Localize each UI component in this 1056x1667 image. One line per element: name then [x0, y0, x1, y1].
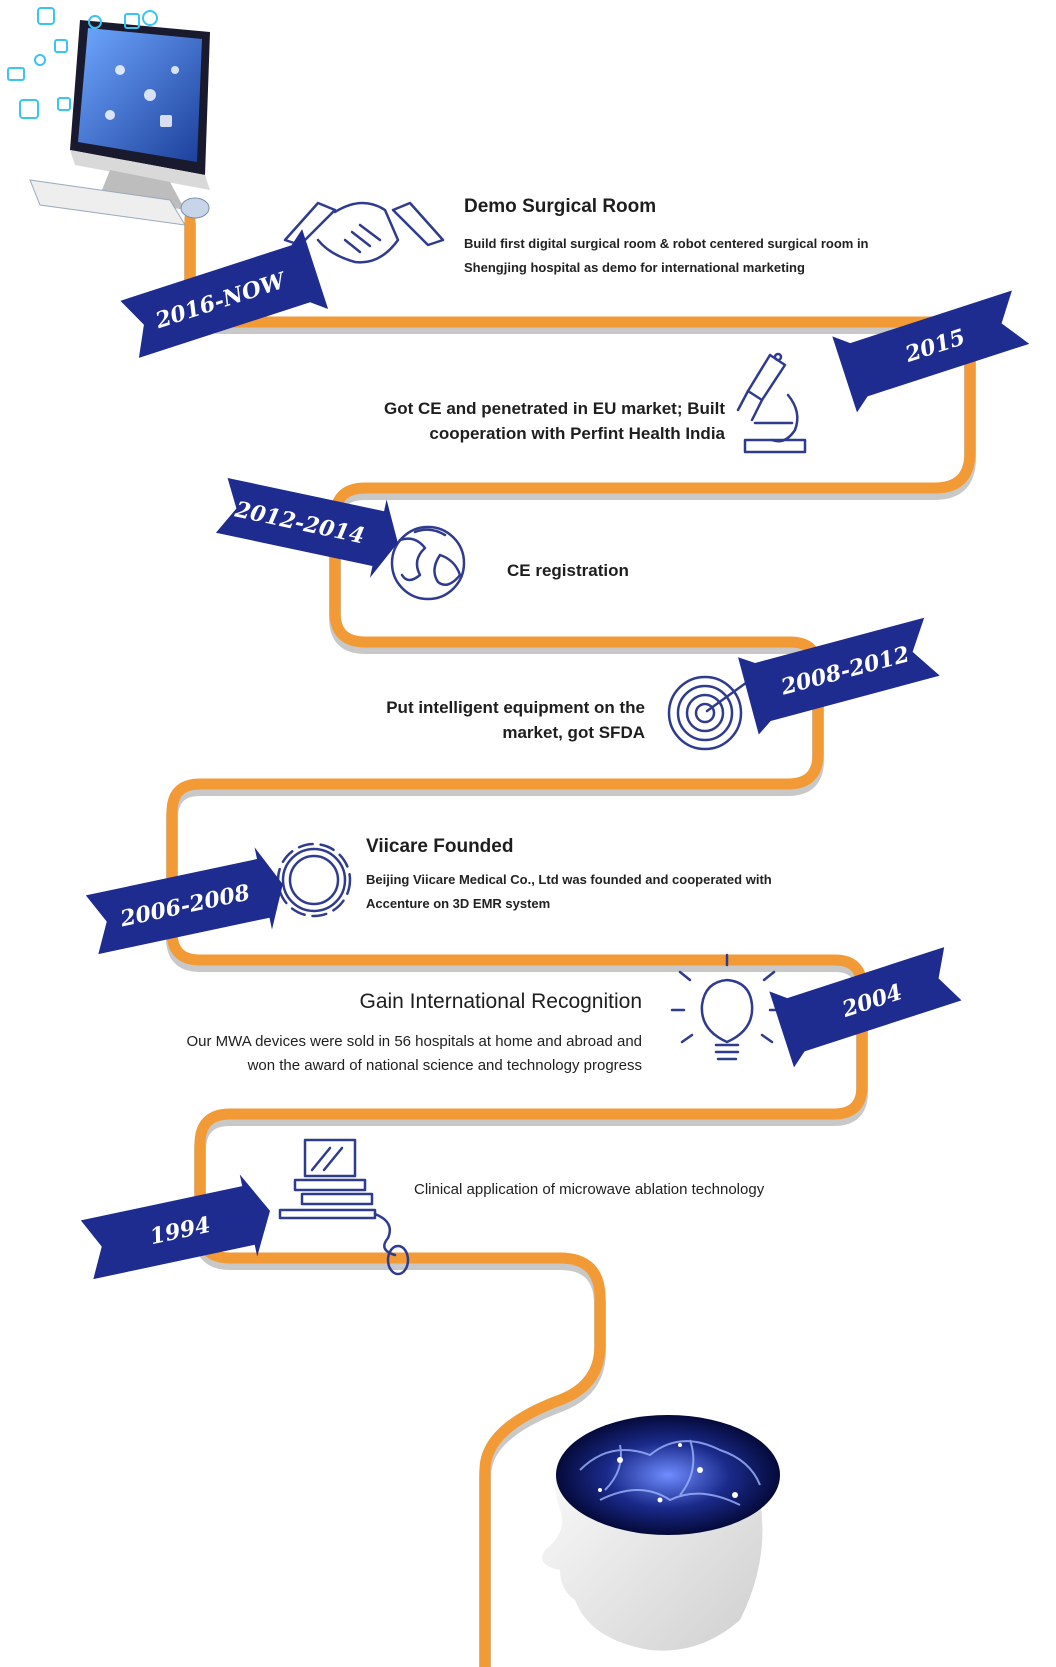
milestone-title: Demo Surgical Room [464, 196, 657, 217]
milestone-description: Build first digital surgical room & robo… [464, 236, 869, 275]
year-ribbon-2: 2015 [832, 290, 1030, 413]
milestone-title: Gain International Recognition [359, 990, 642, 1013]
year-ribbon-1: 2016-NOW [120, 229, 329, 358]
globe-icon [390, 525, 466, 601]
year-ribbon-7: 1994 [80, 1174, 270, 1280]
year-ribbon-6: 2004 [769, 947, 962, 1068]
year-ribbon-3: 2012-2014 [215, 477, 398, 578]
year-ribbon-4: 2008-2012 [738, 617, 940, 735]
brain-illustration [542, 1415, 780, 1651]
milestone-description: Beijing Viicare Medical Co., Ltd was fou… [366, 872, 772, 911]
computer-illustration [7, 7, 210, 226]
year-ribbon-5: 2006-2008 [85, 847, 283, 955]
milestone-description: Put intelligent equipment on the market,… [386, 698, 645, 742]
milestone-description: CE registration [507, 561, 629, 580]
milestone-title: Viicare Founded [366, 836, 514, 857]
gear-icon [276, 842, 352, 918]
milestone-description: Clinical application of microwave ablati… [414, 1181, 765, 1198]
target-icon [667, 672, 758, 751]
milestone-description: Our MWA devices were sold in 56 hospital… [186, 1033, 642, 1074]
computer-icon [278, 1138, 410, 1276]
milestone-description: Got CE and penetrated in EU market; Buil… [384, 399, 725, 443]
microscope-icon [736, 352, 807, 454]
